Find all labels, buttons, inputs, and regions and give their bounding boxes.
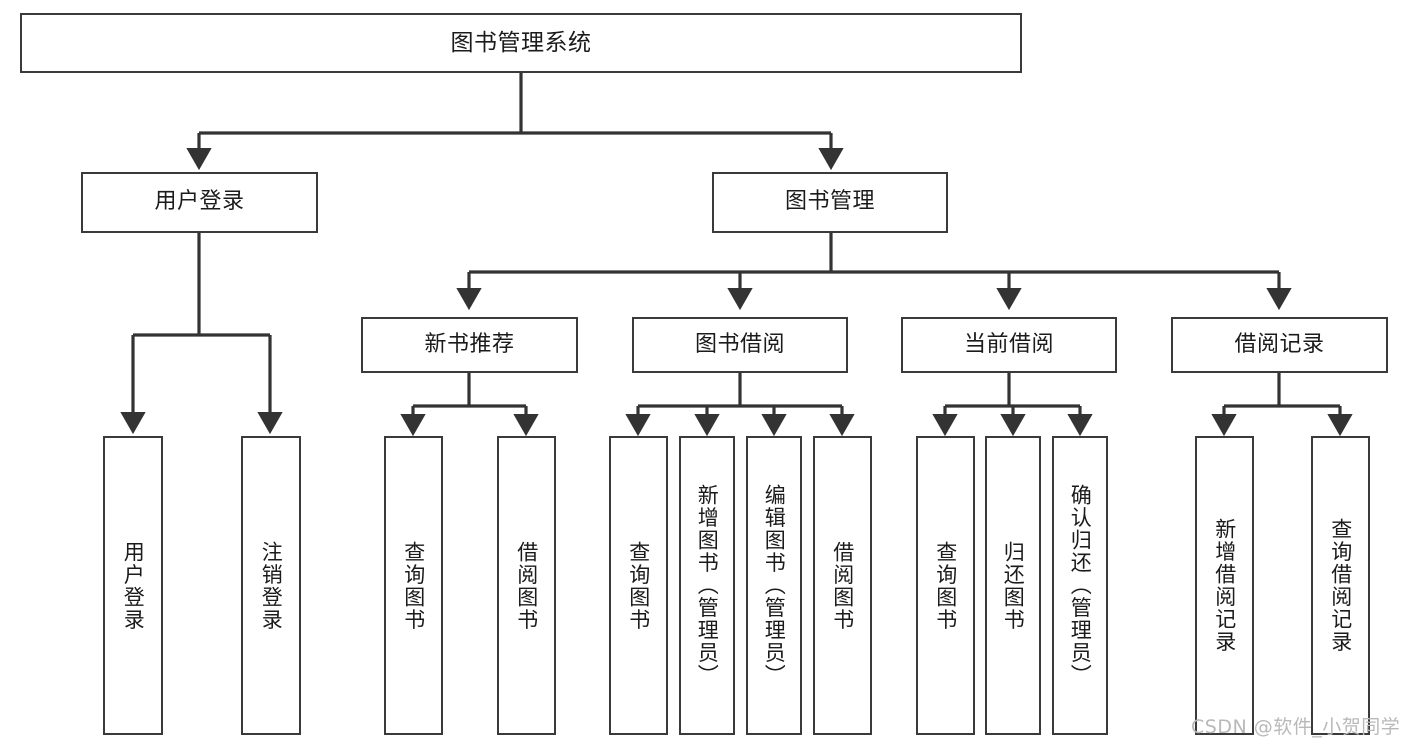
node-leaf-query-record[interactable]: 查询借阅记录 xyxy=(1311,436,1370,735)
node-leaf-borrow-book-1[interactable]: 借阅图书 xyxy=(497,436,556,735)
node-leaf-confirm-return[interactable]: 确认归还（管理员） xyxy=(1052,436,1108,735)
node-book-borrow[interactable]: 图书借阅 xyxy=(632,317,848,373)
node-leaf-add-record[interactable]: 新增借阅记录 xyxy=(1195,436,1254,735)
node-current-borrow-label: 当前借阅 xyxy=(963,331,1054,357)
node-book-borrow-label: 图书借阅 xyxy=(694,331,785,357)
watermark-text: CSDN @软件_小贺同学 xyxy=(1191,716,1401,738)
node-current-borrow[interactable]: 当前借阅 xyxy=(901,317,1117,373)
node-leaf-user-login-label: 用户登录 xyxy=(121,540,146,631)
node-leaf-add-book[interactable]: 新增图书（管理员） xyxy=(679,436,735,735)
node-new-book-recommend[interactable]: 新书推荐 xyxy=(361,317,578,373)
node-leaf-query-book-2[interactable]: 查询图书 xyxy=(609,436,668,735)
node-book-management[interactable]: 图书管理 xyxy=(712,172,948,233)
node-leaf-edit-book-label: 编辑图书（管理员） xyxy=(762,484,787,687)
node-user-login-label: 用户登录 xyxy=(154,189,245,215)
node-leaf-borrow-book-2[interactable]: 借阅图书 xyxy=(813,436,872,735)
node-leaf-borrow-book-1-label: 借阅图书 xyxy=(514,540,539,631)
node-leaf-query-record-label: 查询借阅记录 xyxy=(1328,518,1353,653)
node-user-login[interactable]: 用户登录 xyxy=(81,172,318,233)
node-leaf-add-record-label: 新增借阅记录 xyxy=(1212,518,1237,653)
node-leaf-return-book-label: 归还图书 xyxy=(1001,540,1026,631)
node-root[interactable]: 图书管理系统 xyxy=(20,13,1022,73)
node-leaf-query-book-2-label: 查询图书 xyxy=(626,540,651,631)
node-leaf-add-book-label: 新增图书（管理员） xyxy=(695,484,720,687)
node-leaf-borrow-book-2-label: 借阅图书 xyxy=(830,540,855,631)
node-book-management-label: 图书管理 xyxy=(784,189,875,215)
node-leaf-query-book-3-label: 查询图书 xyxy=(933,540,958,631)
node-new-book-recommend-label: 新书推荐 xyxy=(424,331,515,357)
node-leaf-logout-login-label: 注销登录 xyxy=(259,540,284,631)
node-leaf-query-book-3[interactable]: 查询图书 xyxy=(916,436,975,735)
node-leaf-user-login[interactable]: 用户登录 xyxy=(103,436,163,735)
node-leaf-logout-login[interactable]: 注销登录 xyxy=(241,436,301,735)
node-leaf-edit-book[interactable]: 编辑图书（管理员） xyxy=(746,436,802,735)
node-borrow-record[interactable]: 借阅记录 xyxy=(1171,317,1388,373)
node-leaf-query-book-1[interactable]: 查询图书 xyxy=(384,436,443,735)
node-leaf-return-book[interactable]: 归还图书 xyxy=(985,436,1041,735)
node-root-label: 图书管理系统 xyxy=(450,29,592,56)
node-borrow-record-label: 借阅记录 xyxy=(1234,331,1325,357)
node-leaf-confirm-return-label: 确认归还（管理员） xyxy=(1068,484,1093,687)
node-leaf-query-book-1-label: 查询图书 xyxy=(401,540,426,631)
